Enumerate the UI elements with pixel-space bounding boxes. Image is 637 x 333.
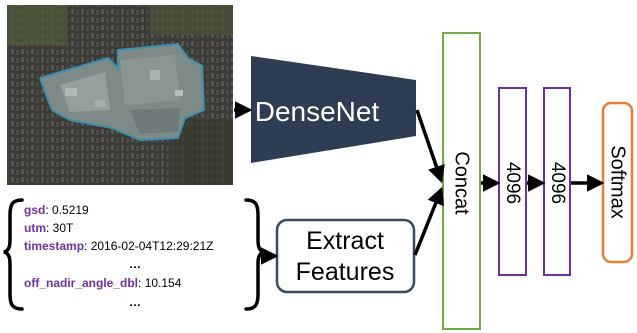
fc2-block	[543, 87, 571, 276]
metadata-ellipsis-b: …	[129, 295, 141, 309]
densenet-label: DenseNet	[255, 96, 380, 127]
edge-densenet-to-concat	[415, 109, 445, 184]
metadata-ellipsis-a: …	[129, 257, 141, 271]
metadata-entry-gsd: gsd: 0.5219	[24, 203, 89, 217]
concat-block	[442, 32, 481, 330]
satellite-image	[7, 5, 233, 185]
edge-extract-to-concat	[413, 186, 444, 256]
fc1-block	[498, 87, 527, 276]
fc1-label: 4096	[502, 162, 523, 204]
metadata-entry-utm: utm: 30T	[24, 221, 74, 235]
metadata-entry-timestamp: timestamp: 2016-02-04T12:29:21Z	[24, 239, 213, 253]
metadata-entry-off-nadir-angle: off_nadir_angle_dbl: 10.154	[24, 276, 182, 290]
densenet-block	[251, 56, 416, 163]
extract-features-label-line1: Extract	[306, 227, 384, 255]
extract-features-label-line2: Features	[296, 258, 395, 286]
softmax-label: Softmax	[607, 145, 629, 218]
concat-label: Concat	[451, 151, 473, 215]
metadata-list: gsd: 0.5219 utm: 30T timestamp: 2016-02-…	[24, 203, 213, 309]
fc2-label: 4096	[547, 162, 568, 204]
